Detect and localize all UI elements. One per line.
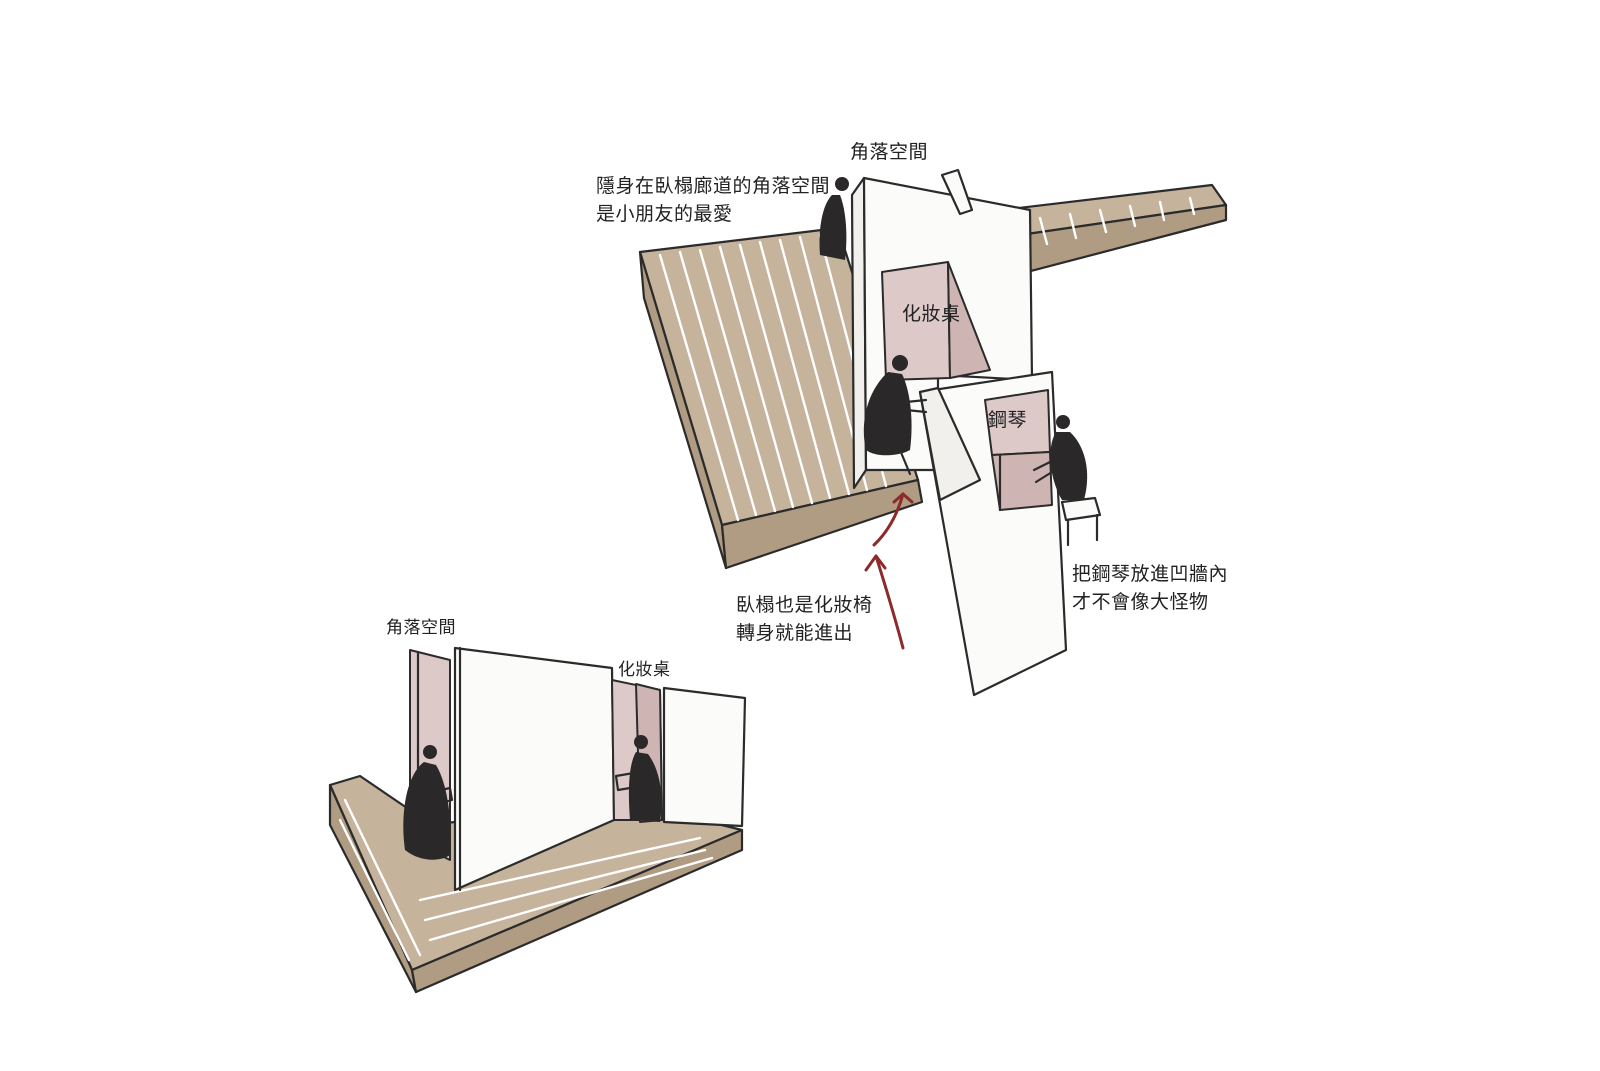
piano-label: 鋼琴 — [988, 409, 1028, 431]
daybed-note-line-2: 轉身就能進出 — [736, 622, 854, 644]
daybed-note: 臥榻也是化妝椅 轉身就能進出 — [736, 591, 873, 647]
piano-note-line-2: 才不會像大怪物 — [1072, 591, 1209, 613]
piano-wall — [918, 370, 1068, 697]
figure-bottom-right — [628, 735, 662, 822]
daybed-platform — [638, 226, 924, 570]
daybed-note-line-1: 臥榻也是化妝椅 — [736, 594, 873, 616]
piano-bench — [1060, 496, 1102, 547]
l-platform — [328, 774, 744, 994]
bottom-corner-space-label: 角落空間 — [386, 618, 456, 638]
bottom-vanity-desk-label: 化妝桌 — [618, 660, 671, 680]
bottom-view — [328, 646, 747, 994]
figure-vanity-sitter — [863, 355, 928, 476]
figure-corner-child — [819, 177, 849, 260]
corner-note-line-2: 是小朋友的最愛 — [596, 203, 733, 225]
corner-note-line-1: 隱身在臥榻廊道的角落空間 — [596, 175, 831, 197]
figure-bottom-left — [403, 745, 451, 860]
l-platform-planks — [338, 798, 714, 962]
top-view — [638, 168, 1228, 697]
movement-arrow — [864, 492, 914, 650]
corner-space-note: 隱身在臥榻廊道的角落空間 是小朋友的最愛 — [596, 172, 830, 228]
figure-piano-player — [1032, 415, 1088, 500]
corridor-beam — [983, 183, 1228, 280]
piano-note-line-1: 把鋼琴放進凹牆內 — [1072, 563, 1229, 585]
top-corner-space-label: 角落空間 — [850, 141, 929, 163]
piano-note: 把鋼琴放進凹牆內 才不會像大怪物 — [1072, 560, 1228, 616]
vanity-desk-label: 化妝桌 — [902, 303, 961, 325]
